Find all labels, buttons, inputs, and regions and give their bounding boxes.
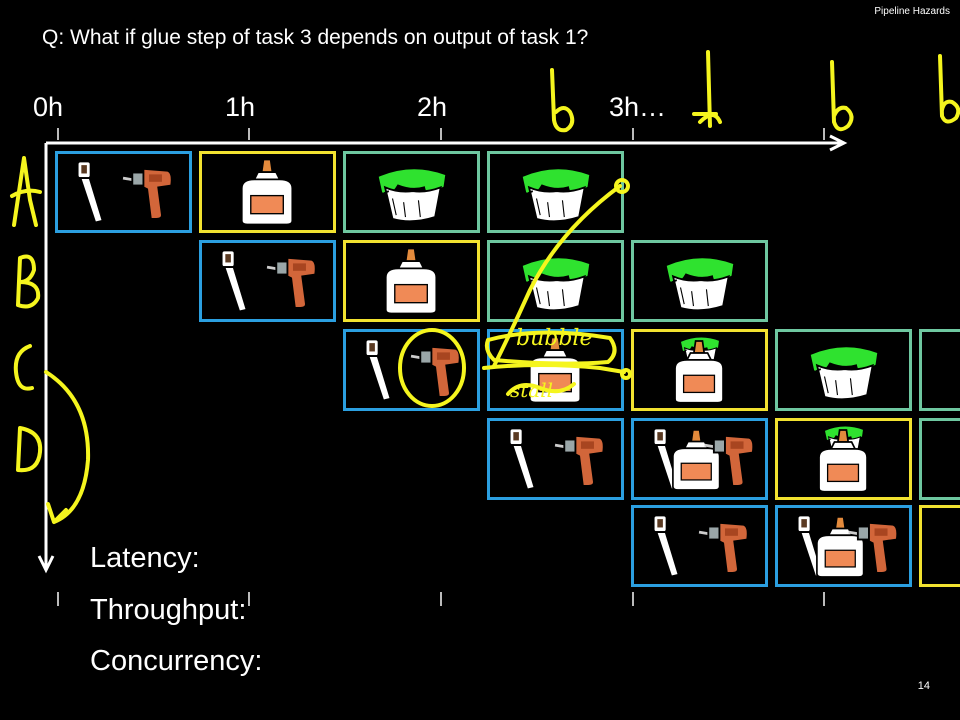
task-b-stage1-saw-drill: [199, 240, 336, 322]
task-a-stage4-paint: [487, 151, 624, 233]
task-e-stage1-saw-drill: [631, 505, 768, 587]
task-d-stage1-saw-drill: [487, 418, 624, 500]
stall-brace: [506, 382, 576, 396]
task-b-stage2-glue: [343, 240, 480, 322]
time-label-1h: 1h: [225, 92, 256, 122]
task-d-stage4-paint: [919, 418, 960, 500]
task-a-stage1-saw-drill: [55, 151, 192, 233]
bottom-ticks: [57, 592, 825, 606]
drill-circle: [398, 328, 466, 408]
slide-number: 14: [917, 680, 930, 692]
time-label-2h: 2h: [417, 92, 448, 122]
task-c-stage4-paint: [919, 329, 960, 411]
task-e-stage2-saw-drill-glue: [775, 505, 912, 587]
task-a-stage3-paint: [343, 151, 480, 233]
time-label-0h: 0h: [33, 92, 64, 122]
stall-annotation: stall: [510, 378, 554, 402]
section-tag: Pipeline Hazards: [874, 6, 950, 17]
dependency-arc: [44, 370, 91, 524]
time-label-3h: 3h…: [609, 92, 667, 122]
dependency-start-dot: [614, 178, 630, 194]
handwritten-letter-d: [16, 426, 43, 473]
task-b-stage3-paint: [487, 240, 624, 322]
top-ticks: [57, 128, 825, 140]
handwritten-letter-c: [13, 344, 34, 391]
task-d-stage3-glue: [775, 418, 912, 500]
task-e-stage3-glue: [919, 505, 960, 587]
handwritten-letter-a: [10, 156, 42, 227]
handwritten-marker-4: [938, 54, 960, 124]
task-b-stage4-paint: [631, 240, 768, 322]
handwritten-letter-b: [16, 254, 41, 309]
stall-connector: [482, 363, 626, 374]
bubble-annotation: bubble: [516, 326, 593, 351]
bubble-box: [484, 330, 617, 366]
task-d-stage2-saw-drill-glue: [631, 418, 768, 500]
time-axis-arrowhead: [829, 134, 848, 152]
throughput-label: Throughput:: [90, 594, 247, 626]
stall-dot: [620, 368, 632, 380]
question-title: Q: What if glue step of task 3 depends o…: [42, 26, 589, 49]
latency-label: Latency:: [90, 542, 200, 574]
dependency-line: [492, 184, 622, 368]
handwritten-marker-1: [550, 68, 575, 133]
handwritten-marker-2: [692, 50, 722, 128]
concurrency-label: Concurrency:: [90, 645, 263, 677]
task-c-stage2-glue: [631, 329, 768, 411]
task-c-stage3-paint: [775, 329, 912, 411]
handwritten-marker-3: [830, 60, 854, 132]
task-a-stage2-glue: [199, 151, 336, 233]
task-axis-arrowhead: [37, 555, 55, 574]
